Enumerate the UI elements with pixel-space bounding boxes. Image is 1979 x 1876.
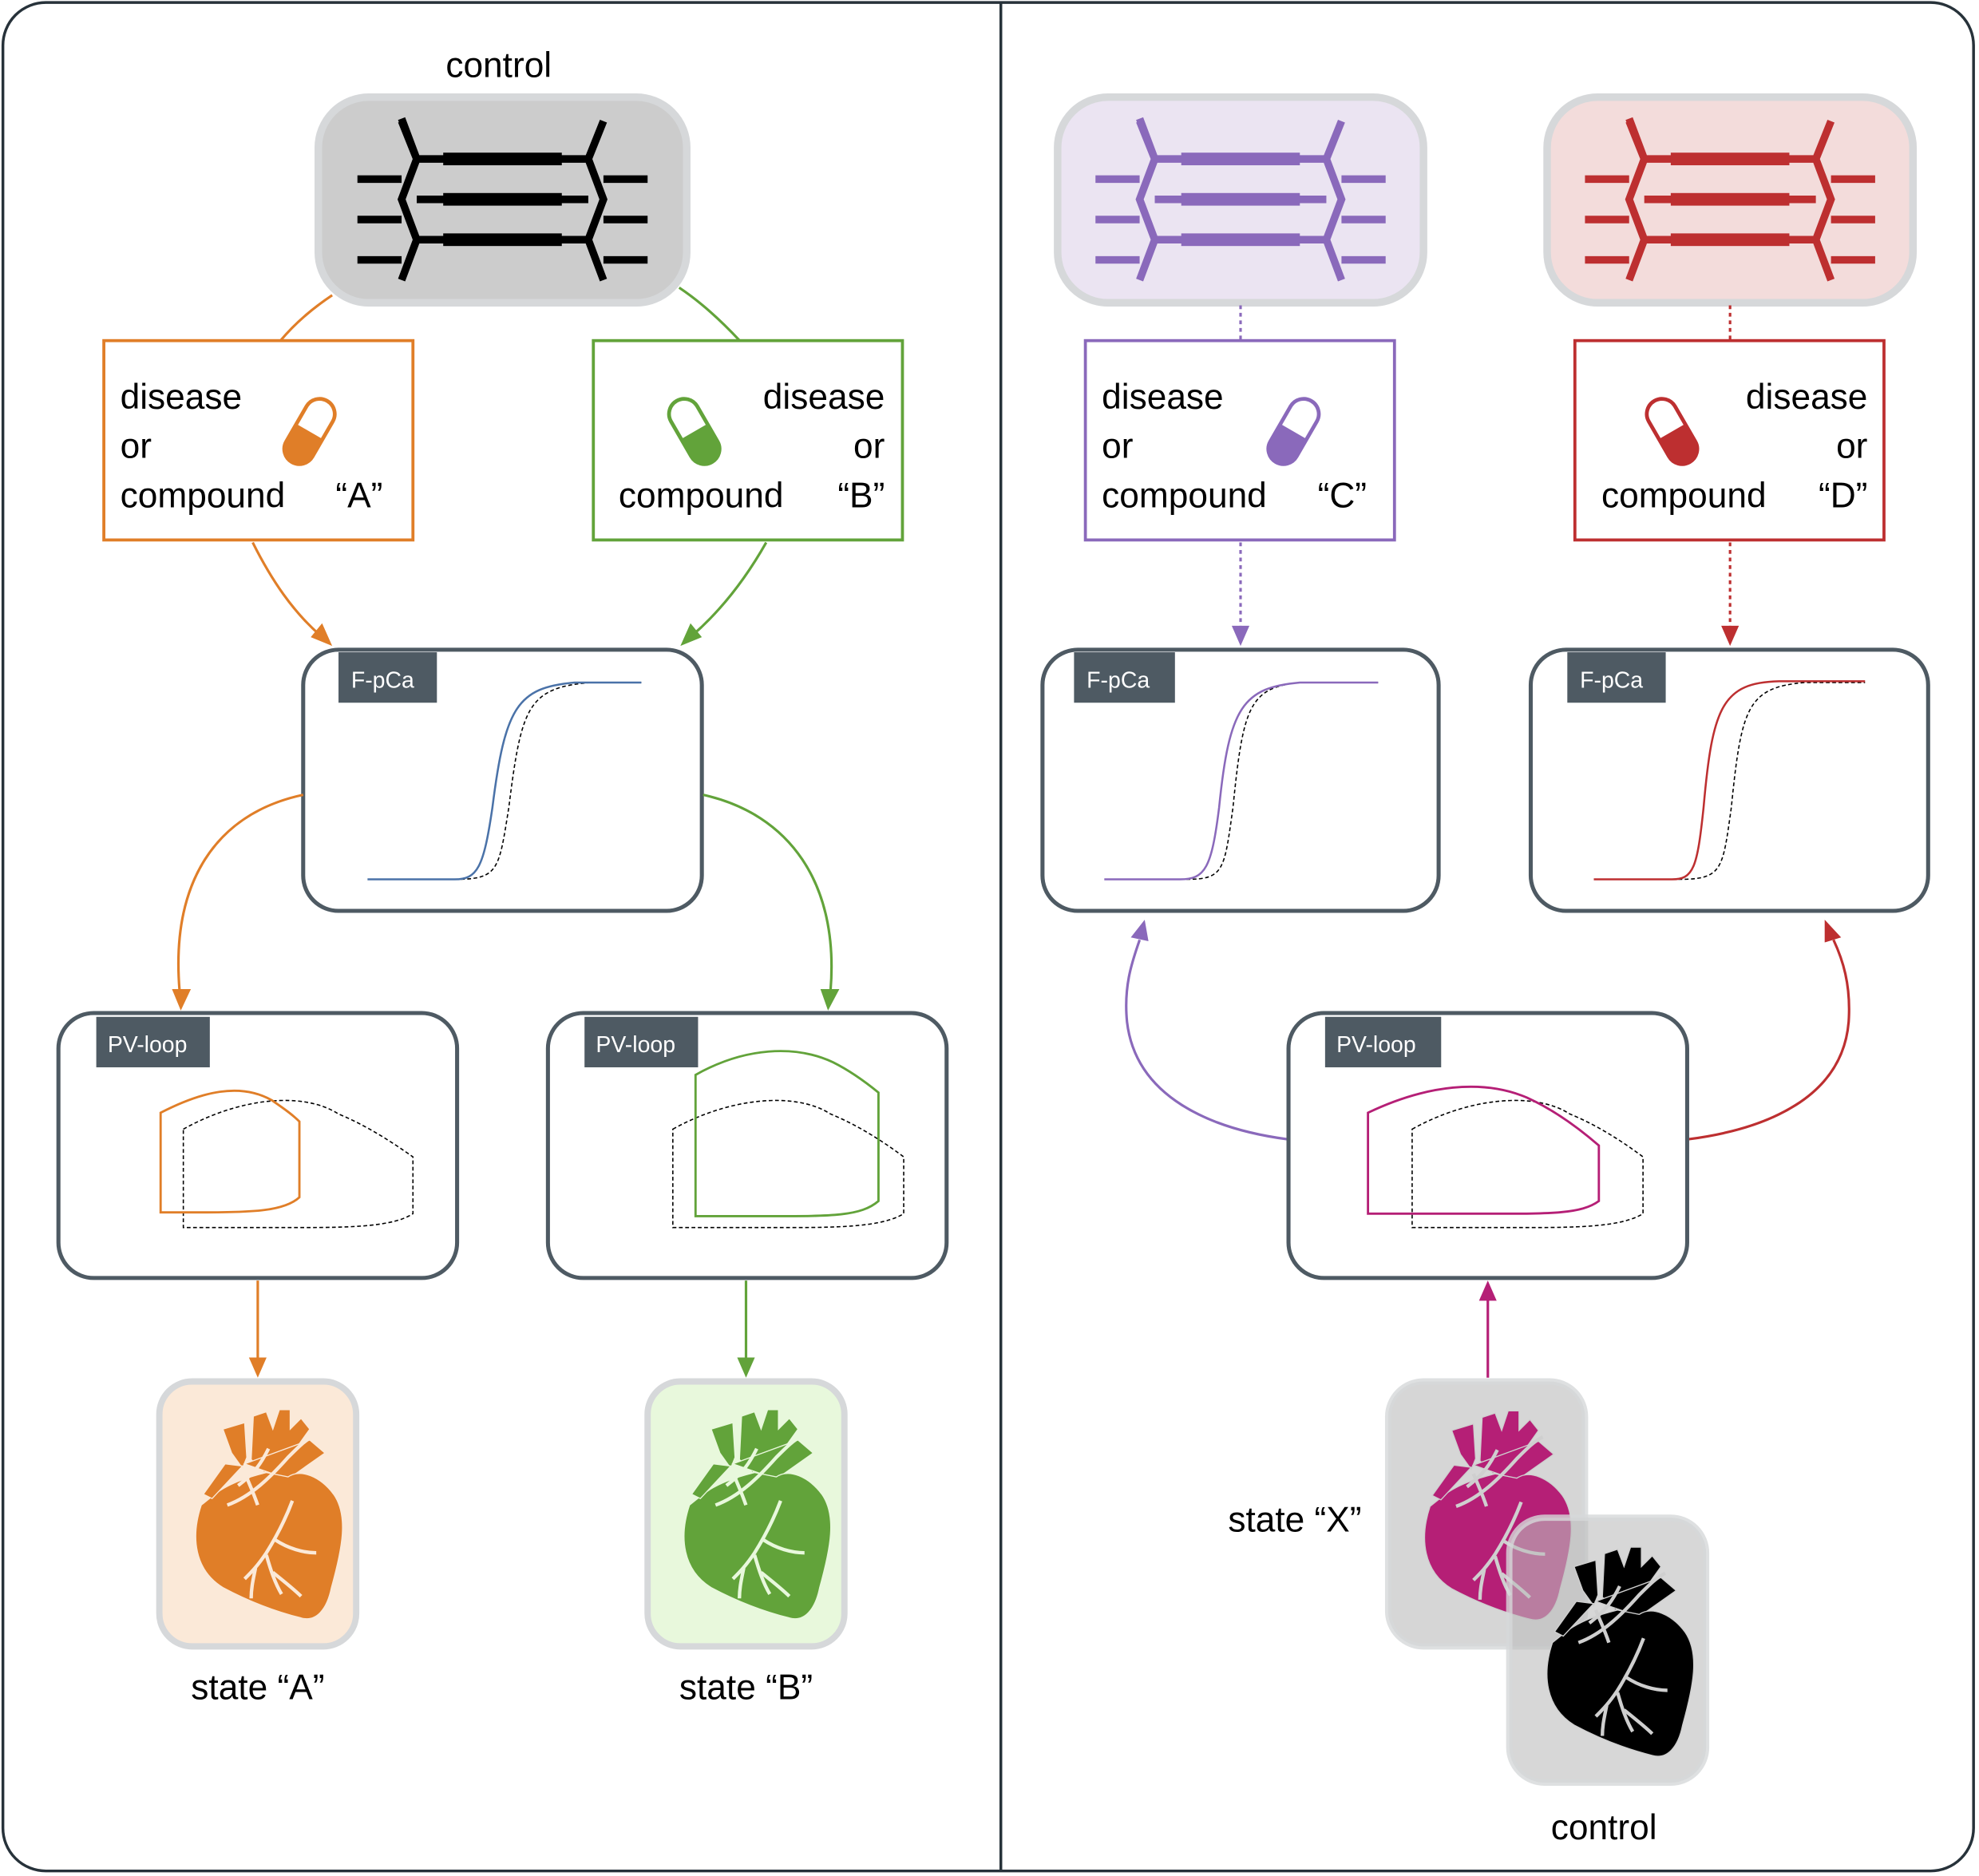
arrowhead xyxy=(311,623,333,647)
pv-control-loop xyxy=(1411,1099,1644,1229)
pv-control-loop xyxy=(182,1099,414,1229)
compound-A-box: disease or compound “A” xyxy=(102,338,415,542)
arrow-B-to-fpca xyxy=(691,541,768,637)
arrow-pvX-to-fpcaD xyxy=(1688,939,1850,1141)
compound-B-line2: or xyxy=(853,427,885,466)
pv-loop-panel-B: PV-loop xyxy=(545,1011,949,1280)
compound-A-line1: disease xyxy=(121,378,243,417)
sarcomere-D-card xyxy=(1543,93,1918,307)
capsule-pill-icon xyxy=(1266,397,1321,466)
arrowhead xyxy=(737,1357,755,1378)
arrow-fpca-to-pvA xyxy=(177,794,304,991)
compound-D-line3a: compound xyxy=(1601,476,1767,515)
fpca-curve-left xyxy=(367,681,642,881)
arrowhead xyxy=(1478,1280,1497,1301)
state-A-label: state “A” xyxy=(191,1668,324,1708)
capsule-pill-icon xyxy=(282,397,337,466)
compound-A-line3b: “A” xyxy=(335,476,382,515)
arrowhead xyxy=(1231,625,1250,647)
state-X-label: state “X” xyxy=(1228,1501,1361,1540)
fpca-control-curve xyxy=(454,682,642,881)
arrowhead xyxy=(1130,920,1149,941)
fpca-tag-left: F-pCa xyxy=(351,667,414,693)
state-B-heart-card xyxy=(644,1378,848,1650)
state-B-label: state “B” xyxy=(679,1668,813,1708)
compound-B-line3b: “B” xyxy=(837,476,885,515)
arrowhead xyxy=(1824,920,1842,943)
fpca-control-curve xyxy=(1186,682,1379,881)
arrow-fpca-to-pvB xyxy=(703,794,833,991)
compound-C-box: disease or compound “C” xyxy=(1083,338,1396,542)
sarcomere-icon xyxy=(358,119,647,280)
compound-A-line2: or xyxy=(121,427,152,466)
fpca-tag-D: F-pCa xyxy=(1580,667,1643,693)
arrowhead xyxy=(248,1357,267,1378)
compound-D-box: disease or compound “D” xyxy=(1573,338,1886,542)
state-A-heart-card xyxy=(156,1378,360,1650)
compound-A-line3a: compound xyxy=(121,476,286,515)
pv-loop-X xyxy=(1367,1085,1601,1215)
compound-C-line3a: compound xyxy=(1102,476,1267,515)
pv-control-loop xyxy=(672,1099,904,1229)
compound-D-line2: or xyxy=(1836,427,1867,466)
compound-B-line3a: compound xyxy=(619,476,784,515)
arrowhead xyxy=(680,623,703,647)
fpca-panel-D: F-pCa xyxy=(1528,647,1930,913)
arrowhead xyxy=(1721,625,1740,647)
pv-loop-B xyxy=(694,1050,880,1217)
arrowhead xyxy=(172,989,192,1011)
compound-C-line3b: “C” xyxy=(1318,476,1367,515)
connector-control-to-A xyxy=(279,294,334,342)
compound-D-line1: disease xyxy=(1746,378,1868,417)
capsule-pill-icon xyxy=(1645,397,1700,466)
pv-loop-panel-A: PV-loop xyxy=(56,1011,460,1280)
fpca-panel-left: F-pCa xyxy=(301,647,704,913)
control-heart-card xyxy=(1506,1514,1710,1787)
pv-loop-A xyxy=(159,1089,301,1214)
sarcomere-C-card xyxy=(1054,93,1427,307)
pv-tag-A: PV-loop xyxy=(108,1032,188,1058)
arrow-A-to-fpca xyxy=(251,541,322,637)
connector-control-to-B xyxy=(678,287,741,342)
compound-C-line1: disease xyxy=(1102,378,1224,417)
fpca-panel-C: F-pCa xyxy=(1040,647,1441,913)
fpca-curve-D xyxy=(1593,680,1866,881)
fpca-tag-C: F-pCa xyxy=(1086,667,1150,693)
pv-tag-B: PV-loop xyxy=(596,1032,675,1058)
fpca-control-curve xyxy=(1678,682,1866,881)
arrow-pvX-to-fpcaC xyxy=(1125,939,1288,1141)
compound-B-line1: disease xyxy=(763,378,885,417)
control-label-top: control xyxy=(445,46,552,85)
sarcomere-icon xyxy=(1585,119,1874,280)
compound-C-line2: or xyxy=(1102,427,1133,466)
capsule-pill-icon xyxy=(667,397,722,466)
pv-loop-panel-X: PV-loop xyxy=(1286,1011,1689,1280)
sarcomere-control-card xyxy=(315,93,691,307)
compound-D-line3b: “D” xyxy=(1819,476,1867,515)
arrowhead xyxy=(820,989,840,1011)
control-label-bottom: control xyxy=(1551,1808,1657,1847)
sarcomere-icon xyxy=(1095,119,1385,280)
compound-B-box: disease or compound “B” xyxy=(592,338,904,542)
pv-tag-X: PV-loop xyxy=(1336,1032,1416,1058)
fpca-curve-C xyxy=(1104,681,1379,881)
